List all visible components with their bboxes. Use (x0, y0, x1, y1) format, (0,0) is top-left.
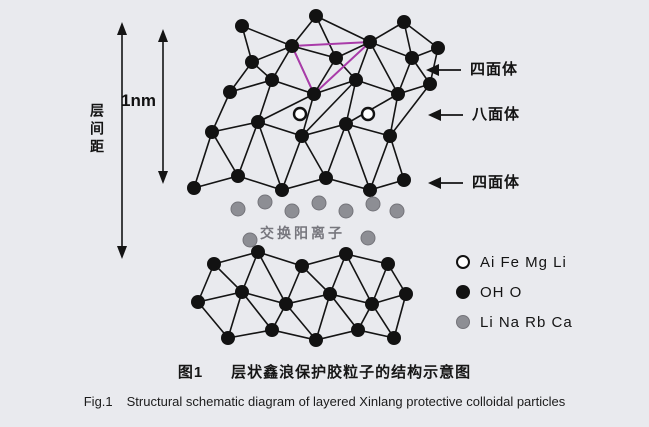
highlight-triangle (290, 40, 373, 96)
legend: Ai Fe Mg Li OH O Li Na Rb Ca (456, 252, 573, 332)
legend-label: Li Na Rb Ca (480, 313, 573, 331)
tetrahedron-top-label: 四面体 (470, 61, 519, 78)
thickness-label: 1nm (121, 91, 156, 110)
caption-zh: 图1 层状鑫浪保护胶粒子的结构示意图 (0, 361, 649, 382)
tetrahedron-mid-label: 四面体 (472, 174, 521, 191)
octahedral-cation-nodes (292, 106, 376, 122)
pointer-arrows (426, 64, 463, 189)
caption-en-text: Structural schematic diagram of layered … (126, 394, 566, 409)
caption-en: Fig.1 Structural schematic diagram of lay… (0, 394, 649, 409)
octahedron-label: 八面体 (472, 106, 521, 123)
oh-o-nodes (187, 9, 445, 347)
legend-item-octahedral-cations: Ai Fe Mg Li (456, 252, 573, 272)
dimension-arrows (117, 22, 168, 259)
interlayer-cation-nodes (230, 194, 405, 248)
open-circle-icon (456, 255, 470, 269)
structure-diagram (117, 9, 463, 347)
caption-zh-text: 层状鑫浪保护胶粒子的结构示意图 (231, 364, 472, 381)
legend-label: Ai Fe Mg Li (480, 253, 567, 271)
legend-item-oh-o: OH O (456, 282, 573, 302)
caption-zh-number: 图1 (177, 364, 204, 381)
black-circle-icon (456, 285, 470, 299)
exchange-cations-label: 交换阳离子 (260, 225, 345, 241)
gray-circle-icon (456, 315, 470, 329)
legend-label: OH O (480, 283, 523, 301)
legend-item-interlayer-cations: Li Na Rb Ca (456, 312, 573, 332)
caption-en-number: Fig.1 (83, 394, 113, 409)
layer-spacing-label: 层间距 (89, 103, 105, 157)
